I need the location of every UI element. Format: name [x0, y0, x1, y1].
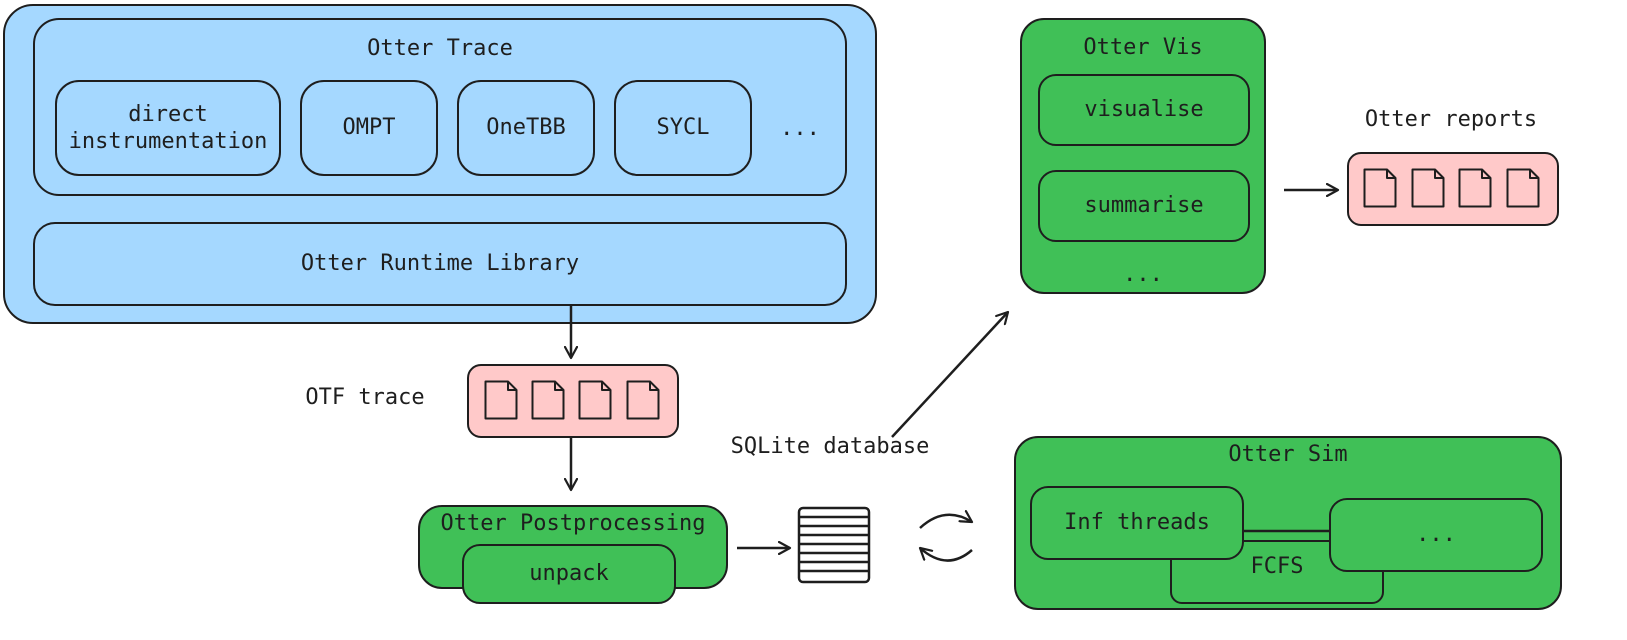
- summarise-item: summarise: [1038, 170, 1250, 242]
- module-direct-instrumentation: direct instrumentation: [55, 80, 281, 176]
- document-icon: [1458, 168, 1492, 208]
- otter-sim-title: Otter Sim: [1228, 442, 1348, 467]
- otter-vis-title: Otter Vis: [1083, 35, 1203, 60]
- module-sycl: SYCL: [614, 80, 752, 176]
- database-icon: [797, 506, 871, 584]
- module-ompt: OMPT: [300, 80, 438, 176]
- vis-item-label: summarise: [1084, 193, 1204, 219]
- module-label: SYCL: [656, 115, 710, 141]
- otter-reports-files: [1347, 152, 1559, 226]
- module-label: OMPT: [342, 115, 396, 141]
- sqlite-database-label: SQLite database: [730, 434, 930, 459]
- document-icon: [1411, 168, 1445, 208]
- module-onetbb: OneTBB: [457, 80, 595, 176]
- document-icon: [531, 380, 565, 420]
- module-label: direct instrumentation: [68, 101, 268, 155]
- runtime-library-label: Otter Runtime Library: [300, 251, 580, 277]
- unpack-step: unpack: [462, 544, 676, 604]
- otter-trace-title: Otter Trace: [367, 36, 513, 61]
- module-ellipsis: ...: [780, 116, 820, 141]
- document-icon: [1506, 168, 1540, 208]
- otter-vis: [1020, 18, 1266, 294]
- otf-trace-files: [467, 364, 679, 438]
- document-icon: [578, 380, 612, 420]
- visualise-item: visualise: [1038, 74, 1250, 146]
- unpack-label: unpack: [529, 561, 609, 587]
- document-icon: [626, 380, 660, 420]
- postprocessing-title: Otter Postprocessing: [440, 511, 706, 536]
- inf-threads-box: Inf threads: [1030, 486, 1244, 560]
- sim-ellipsis-box: ...: [1329, 498, 1543, 572]
- sync-arrows-icon: [920, 515, 972, 562]
- fcfs-label: FCFS: [1250, 554, 1304, 579]
- vis-item-label: visualise: [1084, 97, 1204, 123]
- module-label: OneTBB: [486, 115, 566, 141]
- otter-runtime-library: Otter Runtime Library: [33, 222, 847, 306]
- otter-vis-ellipsis: ...: [1123, 262, 1163, 287]
- document-icon: [1363, 168, 1397, 208]
- inf-threads-label: Inf threads: [1064, 510, 1210, 536]
- otf-trace-label: OTF trace: [305, 385, 425, 410]
- document-icon: [484, 380, 518, 420]
- sim-ellipsis-label: ...: [1416, 522, 1456, 548]
- otter-reports-label: Otter reports: [1364, 107, 1538, 132]
